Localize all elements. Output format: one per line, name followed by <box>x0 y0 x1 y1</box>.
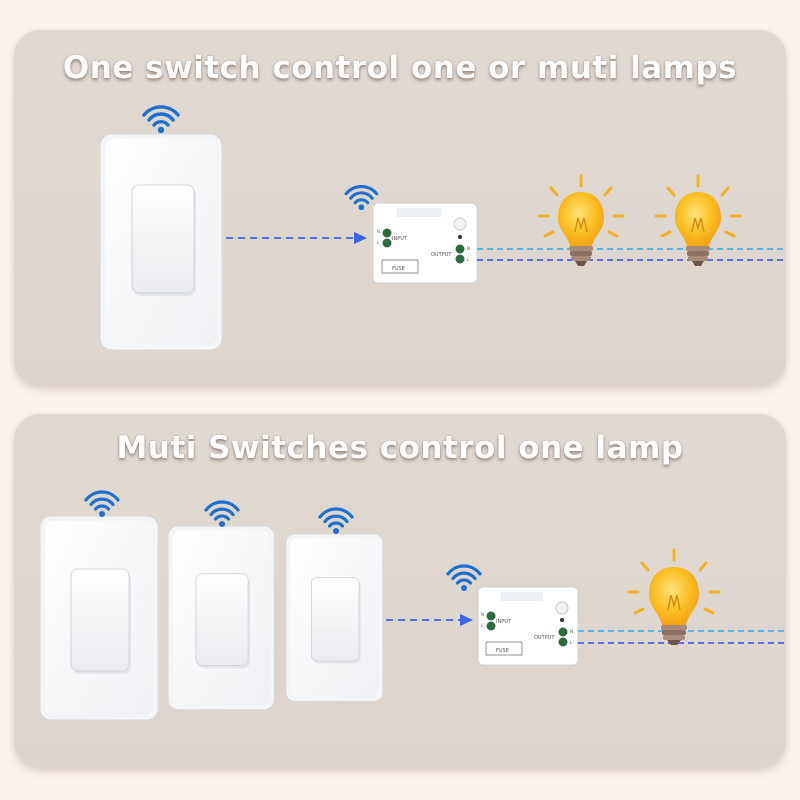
terminal-in-n: N <box>481 612 484 617</box>
terminal-out-n: N <box>467 246 470 251</box>
signal-arrow <box>226 232 367 244</box>
light-bulb-icon <box>627 548 721 645</box>
input-label: INPUT <box>392 236 408 242</box>
scene-bottom-art: INPUT OUTPUT FUSE N L N L <box>39 490 784 721</box>
output-label: OUTPUT <box>534 635 555 641</box>
terminal-out-n: N <box>570 629 573 634</box>
light-bulb-icon <box>537 174 625 268</box>
fuse-label: FUSE <box>496 648 509 654</box>
scene-title: One switch control one or muti lamps <box>62 50 738 86</box>
output-label: OUTPUT <box>431 252 452 258</box>
scene-panel-top: INPUT OUTPUT FUSE N L N L One switch con… <box>14 30 786 386</box>
receiver-module: INPUT OUTPUT FUSE N L N L <box>477 586 579 666</box>
scene-panel-bottom: INPUT OUTPUT FUSE N L N L <box>14 414 786 768</box>
output-wires <box>477 248 784 261</box>
terminal-in-l: L <box>377 240 380 245</box>
terminal-in-l: L <box>481 623 484 628</box>
signal-arrow <box>386 614 473 626</box>
wall-switch <box>167 525 275 711</box>
terminal-in-n: N <box>377 229 380 234</box>
terminal-out-l: L <box>570 640 573 645</box>
scene-title: Muti Switches control one lamp <box>116 430 684 466</box>
receiver-module: INPUT OUTPUT FUSE N L N L <box>372 202 478 284</box>
wifi-icon <box>344 185 379 212</box>
terminal-out-l: L <box>467 257 470 262</box>
wifi-icon <box>318 507 354 536</box>
wifi-icon <box>142 105 180 135</box>
wall-switch <box>99 133 223 351</box>
fuse-label: FUSE <box>392 266 405 272</box>
wall-switch <box>285 533 384 702</box>
wifi-icon <box>204 500 240 529</box>
scene-top-art: INPUT OUTPUT FUSE N L N L <box>99 105 784 351</box>
wifi-icon <box>446 564 482 593</box>
light-bulb-icon <box>654 174 742 268</box>
input-label: INPUT <box>496 619 512 625</box>
wifi-icon <box>84 490 120 519</box>
wall-switch <box>39 515 159 721</box>
